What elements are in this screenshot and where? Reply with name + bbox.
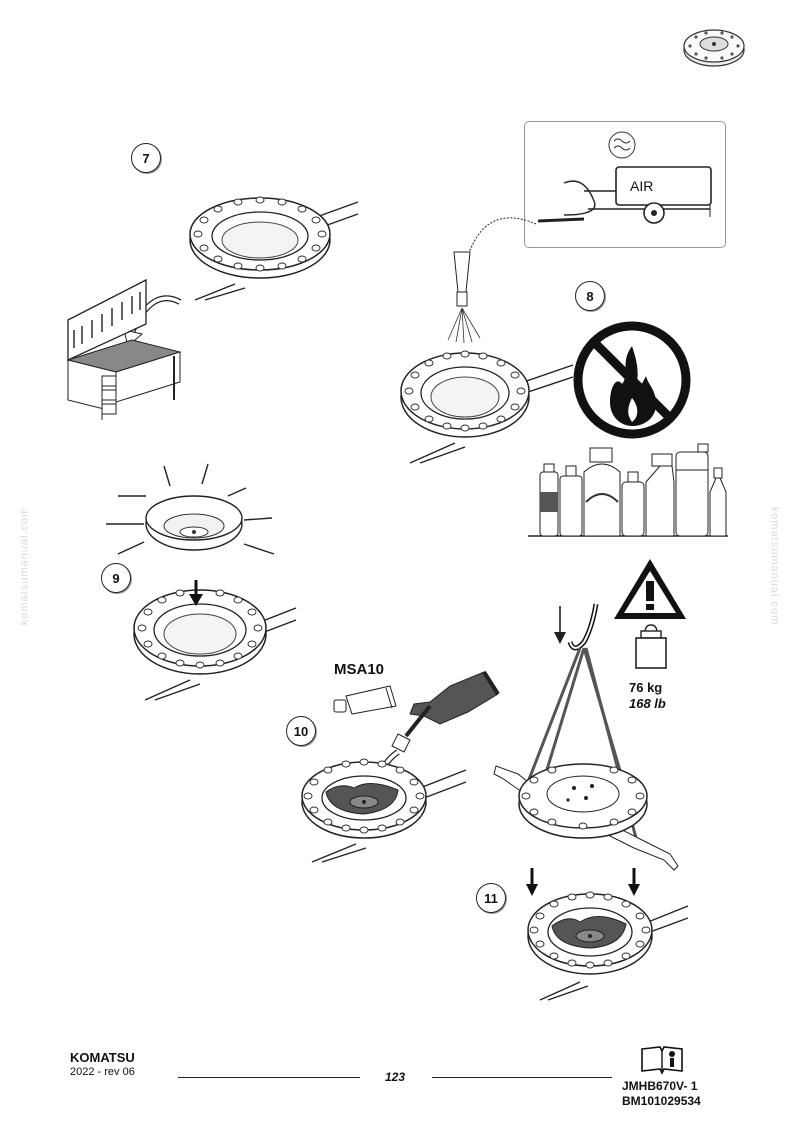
step-8-label: 8 bbox=[586, 288, 594, 304]
air-nozzle-icon bbox=[447, 217, 537, 344]
footer-revision: 2022 - rev 06 bbox=[70, 1066, 135, 1078]
step-8-marker: 8 bbox=[575, 281, 605, 311]
workbench-icon bbox=[66, 278, 182, 420]
step-7-marker: 7 bbox=[131, 143, 161, 173]
clean-bearing-race-icon bbox=[106, 463, 275, 555]
flange-ring-step7 bbox=[189, 196, 359, 301]
cleaning-products-icon bbox=[528, 443, 728, 537]
flange-ring-step10 bbox=[301, 758, 467, 863]
component-thumbnail-icon bbox=[683, 29, 745, 67]
flange-ring-step9 bbox=[133, 580, 297, 701]
footer-brand: KOMATSU bbox=[70, 1050, 135, 1065]
step-9-marker: 9 bbox=[101, 563, 131, 593]
sealant-label: MSA10 bbox=[334, 661, 385, 678]
document-code: JMHB670V- 1 bbox=[622, 1079, 698, 1093]
watermark-left: komatsumanual.com bbox=[18, 506, 31, 626]
no-flame-icon bbox=[573, 321, 691, 439]
air-compressor-icon bbox=[537, 131, 712, 224]
compressor-label: AIR bbox=[630, 178, 654, 194]
weight-lb: 168 lb bbox=[629, 696, 666, 711]
flange-ring-step8 bbox=[400, 350, 574, 464]
footer-rule-left bbox=[178, 1077, 360, 1078]
step-11-marker: 11 bbox=[476, 883, 506, 913]
sealant-tube-icon bbox=[333, 685, 397, 715]
step-7-label: 7 bbox=[142, 150, 150, 166]
flange-ring-step11 bbox=[526, 868, 689, 1001]
footer-rule-right bbox=[432, 1077, 612, 1078]
warning-triangle-icon bbox=[614, 559, 686, 619]
watermark-right: komatsumanual.com bbox=[768, 506, 781, 626]
page-number: 123 bbox=[385, 1070, 406, 1084]
step-11-label: 11 bbox=[484, 890, 498, 906]
serial-code: BM101029534 bbox=[622, 1094, 701, 1108]
lifting-hook-icon bbox=[493, 603, 679, 871]
step-10-label: 10 bbox=[293, 723, 309, 739]
manual-book-icon bbox=[641, 1046, 683, 1075]
step-10-marker: 10 bbox=[286, 716, 316, 746]
weight-icon bbox=[635, 624, 667, 669]
step-9-label: 9 bbox=[112, 570, 120, 586]
weight-kg: 76 kg bbox=[629, 680, 663, 695]
